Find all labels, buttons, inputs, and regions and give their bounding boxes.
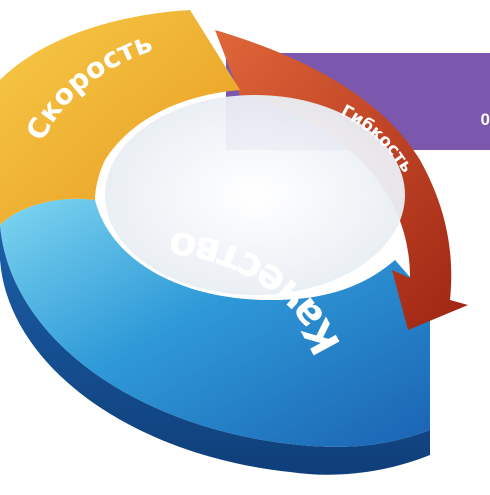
ring-hole [105, 95, 405, 295]
quality-segment-side [0, 225, 430, 475]
speed-segment [0, 10, 240, 225]
quality-segment [0, 198, 430, 447]
banner-label: 0 [480, 110, 490, 129]
